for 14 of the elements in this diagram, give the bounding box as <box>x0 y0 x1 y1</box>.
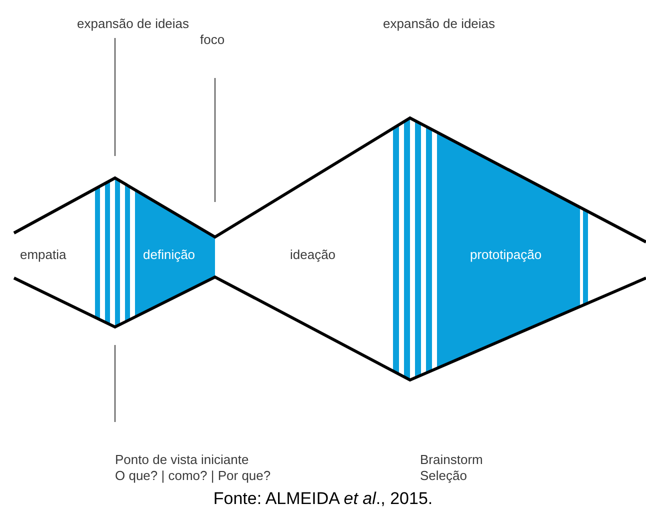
phase-annotation: foco <box>200 32 225 48</box>
leader-line <box>214 78 216 202</box>
leader-line <box>114 38 116 156</box>
phase-annotation: Ponto de vista iniciante O que? | como? | Por que? <box>115 452 271 484</box>
phase-label: definição <box>143 247 196 263</box>
leader-line <box>114 345 116 422</box>
phase-label: ideação <box>290 247 336 263</box>
phase-label: empatia <box>20 247 66 263</box>
annotation-text: expansão de ideias <box>383 16 496 32</box>
phase-label: prototipação <box>470 247 542 263</box>
caption: Fonte: ALMEIDA et al., 2015. <box>212 489 434 509</box>
annotation-text: Brainstorm <box>420 452 483 468</box>
annotation-text: Seleção <box>420 468 467 484</box>
phase-annotation: expansão de ideias <box>77 16 190 32</box>
